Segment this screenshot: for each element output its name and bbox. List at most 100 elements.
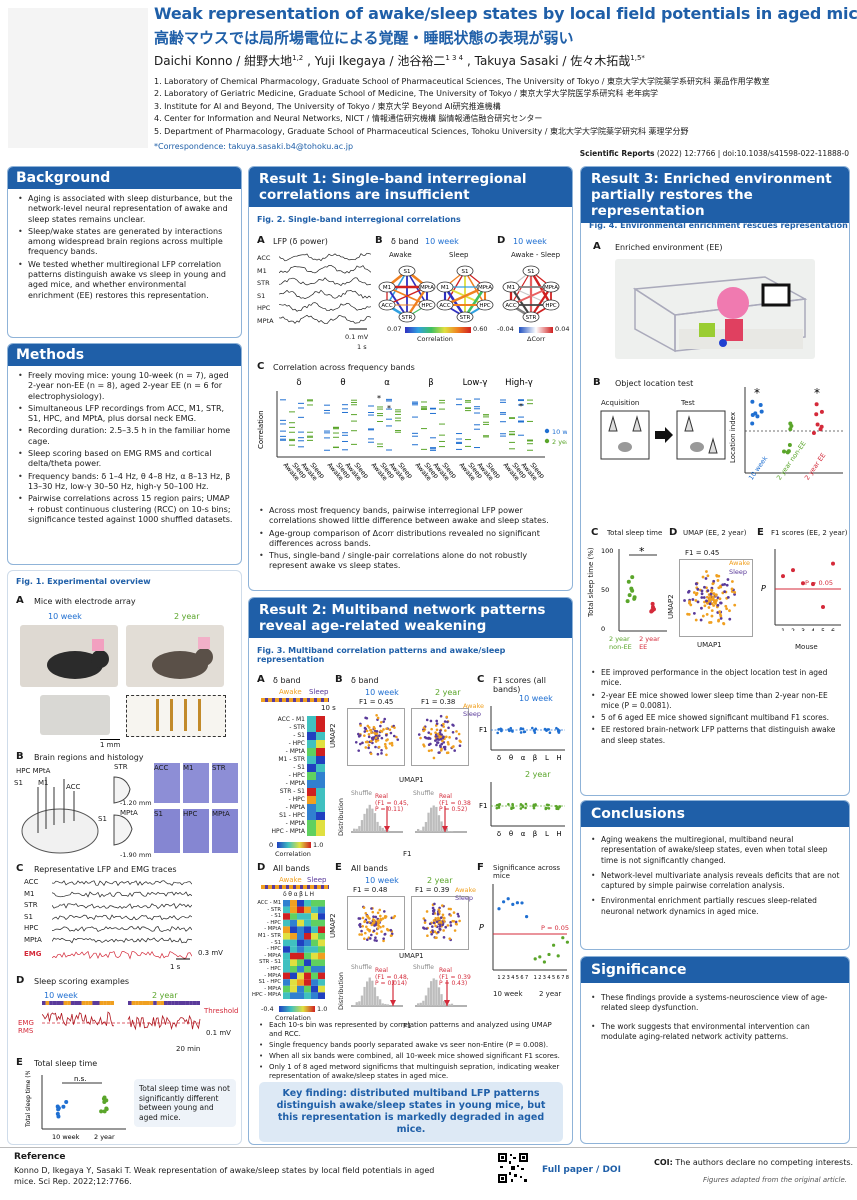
heatmap-cell: [283, 933, 290, 940]
qr-code-icon[interactable]: [497, 1152, 529, 1184]
list-item: Sleep/wake states are generated by inter…: [18, 227, 233, 258]
band-label: α: [384, 378, 390, 388]
data-point: [733, 592, 736, 596]
data-point: [507, 803, 510, 806]
fig1-caption: Fig. 1. Experimental overview: [16, 577, 151, 586]
mouse-illustration: [47, 637, 213, 679]
y-axis-label: Correlation: [257, 410, 265, 449]
data-point: [531, 726, 534, 730]
data-point: [750, 421, 755, 426]
data-point: [694, 599, 698, 602]
data-point: [689, 603, 693, 607]
data-point: [373, 727, 376, 730]
data-point: [548, 731, 552, 734]
result1-list: Across most frequency bands, pairwise in…: [249, 501, 571, 574]
state-bar: [81, 1001, 86, 1005]
data-point: [451, 731, 455, 734]
heatmap-cell: [304, 926, 311, 933]
data-point: [787, 443, 792, 448]
data-point: [383, 717, 387, 721]
data-point: [788, 421, 793, 426]
heatmap-cell: [304, 946, 311, 953]
data-point: [363, 937, 366, 941]
heatmap-cell: [311, 959, 318, 966]
histogram-bar: [435, 806, 438, 832]
state-bar: [174, 1001, 179, 1005]
data-point: [369, 739, 373, 743]
fig1-panel: Fig. 1. Experimental overview A Mice wit…: [7, 570, 242, 1145]
histogram-bar: [450, 830, 454, 832]
heatmap-cell: [304, 959, 311, 966]
affiliation-item: 5. Department of Pharmacology, Graduate …: [154, 126, 689, 136]
data-point: [367, 743, 371, 747]
list-item: Frequency bands: δ 1–4 Hz, θ 4–8 Hz, α 8…: [18, 472, 233, 493]
result2-heading: Result 2: Multiband network patterns rev…: [249, 598, 572, 638]
state-bar: [92, 1001, 96, 1005]
x-tick-label: β: [533, 830, 537, 838]
network-edge: [443, 286, 467, 318]
data-point: [434, 916, 438, 920]
institution-logo: [8, 8, 148, 148]
network-node: [522, 311, 540, 323]
data-point: [434, 731, 437, 734]
data-point: [362, 906, 366, 909]
data-point: [519, 807, 523, 810]
histogram-bar: [381, 827, 384, 832]
data-point: [430, 932, 433, 936]
significance-heading: Significance: [581, 957, 849, 983]
data-point: [712, 604, 715, 607]
data-point: [688, 600, 692, 603]
histogram-bar: [422, 826, 425, 832]
data-point: [497, 728, 500, 731]
heatmap-cell: [297, 959, 304, 966]
histogram-bar: [360, 820, 364, 832]
y-axis-label: F1: [479, 726, 487, 734]
x-tick-label: 4: [547, 975, 550, 981]
x-tick-label: 6: [520, 975, 523, 981]
histogram-bar: [368, 977, 371, 1006]
data-point: [712, 579, 716, 583]
data-point: [449, 924, 453, 927]
data-point: [363, 730, 367, 733]
band-label: High-γ: [505, 378, 533, 388]
umap-young-delta: [347, 708, 405, 766]
lfp-trace: [52, 914, 192, 921]
data-point: [721, 583, 725, 587]
data-point: [55, 1111, 60, 1116]
data-point: [701, 614, 705, 618]
heatmap-cell: [311, 919, 318, 927]
data-point: [388, 742, 392, 745]
data-point: [811, 582, 815, 587]
data-point: [434, 735, 438, 738]
data-point: [538, 955, 542, 959]
data-point: [422, 729, 425, 733]
state-bar: [88, 1001, 93, 1005]
heatmap-cell: [283, 939, 290, 947]
data-point: [497, 806, 501, 809]
data-point: [425, 736, 428, 740]
data-point: [759, 409, 764, 414]
heatmap-cell: [283, 900, 290, 907]
heatmap-cell: [307, 756, 316, 764]
state-bar: [60, 1001, 64, 1005]
histogram-bar: [363, 813, 366, 832]
real-value-arrow: [444, 1000, 450, 1006]
data-point: [728, 617, 732, 621]
data-point: [510, 806, 513, 809]
data-point: [522, 730, 526, 734]
network-node-label: ACC: [381, 303, 393, 309]
data-point: [364, 740, 368, 744]
heatmap-cell: [307, 812, 316, 820]
data-point: [385, 733, 388, 737]
data-point: [366, 921, 369, 924]
data-point: [441, 736, 445, 740]
heatmap-cell: [290, 966, 297, 973]
histogram-bar: [448, 831, 451, 832]
data-point: [376, 716, 380, 720]
data-point: [390, 741, 394, 745]
full-paper-link[interactable]: Full paper / DOI: [542, 1165, 621, 1175]
heatmap-cell: [311, 966, 318, 973]
methods-panel: Methods Freely moving mice: young 10-wee…: [7, 343, 242, 565]
x-tick-label: 7: [561, 975, 564, 981]
